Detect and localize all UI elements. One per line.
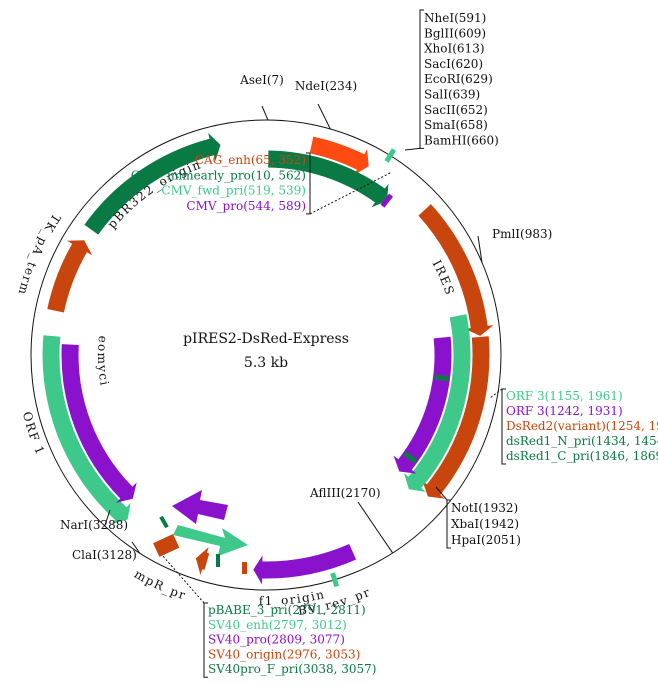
site-ndei-234: NdeI(234)	[295, 79, 357, 93]
group-leader	[404, 147, 421, 151]
site-nhei-591: NheI(591)	[424, 11, 486, 25]
site-sali-639: SalI(639)	[424, 88, 480, 102]
site-xhoi-613: XhoI(613)	[424, 42, 485, 56]
annotation-cmv-pro-544-589: CMV_pro(544, 589)	[186, 199, 306, 213]
annotation-bracket	[501, 388, 506, 465]
annotation-dsred2-variant-1254-1931: DsRed2(variant)(1254, 1931)	[506, 419, 658, 433]
annotation-bracket	[203, 602, 208, 678]
site-bamhi-660: BamHI(660)	[424, 133, 499, 147]
site-smai-658: SmaI(658)	[424, 118, 488, 132]
small-feature-marks	[153, 490, 248, 574]
site-nari-3288: NarI(3288)	[60, 518, 128, 532]
annotation-orf-3-1242-1931: ORF 3(1242, 1931)	[506, 404, 623, 418]
leader-lines	[104, 103, 503, 604]
site-leader	[261, 105, 269, 121]
annotation-sv40pro-f-pri-3038-3057: SV40pro_F_pri(3038, 3057)	[208, 662, 376, 676]
annotation-sv40-enh-2797-3012: SV40_enh(2797, 3012)	[208, 618, 347, 632]
map-size: 5.3 kb	[244, 355, 288, 371]
annotation-sv40-pro-2809-3077: SV40_pro(2809, 3077)	[208, 633, 345, 647]
tick-3	[403, 451, 418, 464]
plasmid-backbone	[30, 119, 502, 591]
site-leader	[357, 501, 394, 554]
sv40-orange-box	[153, 534, 180, 557]
feature-ires	[418, 204, 494, 336]
site-leader	[104, 509, 111, 527]
restriction-sites: AseI(7) NdeI(234) PmlI(983) AflIII(2170) Nar…	[60, 73, 552, 562]
annotation-dsred1-n-pri-1434-1454: dsRed1_N_pri(1434, 1454)	[506, 434, 658, 448]
group-bracket	[419, 9, 424, 149]
sv40-purple-arrow	[172, 490, 228, 524]
group-bracket	[446, 499, 451, 549]
site-leader	[131, 541, 141, 554]
site-clai-3128: ClaI(3128)	[72, 548, 137, 562]
site-asei-7: AseI(7)	[239, 73, 284, 87]
site-hpai-2051: HpaI(2051)	[451, 533, 521, 547]
annotation-dsred1-c-pri-1846-1869: dsRed1_C_pri(1846, 1869)	[506, 449, 658, 463]
site-sacii-652: SacII(652)	[424, 103, 488, 117]
ampr-orange-tick	[242, 562, 247, 574]
annotation-pbabe-3-pri-2791-2811: pBABE_3_pri(2791, 2811)	[208, 603, 366, 617]
sv40-light-green-arrow	[173, 525, 248, 556]
feature-orf3-purple	[393, 336, 452, 474]
tick-marks	[330, 148, 449, 588]
feature-cmv-immearly-pro	[268, 150, 389, 208]
feature-ampr-pro	[195, 547, 210, 575]
site-xbai-1942: XbaI(1942)	[451, 517, 519, 531]
annotation-bracket	[306, 152, 311, 215]
tick-2	[434, 374, 449, 382]
map-title: pIRES2-DsRed-Express	[183, 331, 349, 347]
site-pmli-983: PmlI(983)	[492, 227, 552, 241]
annotation-leader	[309, 171, 393, 215]
tick-4	[330, 572, 340, 588]
label-groups: NheI(591)BglII(609) XhoI(613)SacI(620)Eco…	[131, 9, 658, 678]
feature-label-orf-1: ORF 1	[20, 410, 48, 458]
feature-dsred2	[422, 336, 490, 499]
annotation-cag-enh-65-352: CAG_enh(65, 352)	[195, 153, 306, 167]
feature-tk-pa-term	[47, 240, 93, 313]
site-leader	[477, 235, 483, 263]
tick-1	[380, 193, 394, 208]
feature-pbr322-origin	[84, 132, 221, 235]
feature-arrows	[42, 132, 494, 585]
sv40-dark-green-tick-1	[159, 515, 169, 529]
site-saci-620: SacI(620)	[424, 57, 483, 71]
site-afliii-2170: AflIII(2170)	[309, 486, 381, 500]
annotation-sv40-origin-2976-3053: SV40_origin(2976, 3053)	[208, 647, 360, 661]
tick-0	[384, 148, 397, 163]
annotation-orf-3-1155-1961: ORF 3(1155, 1961)	[506, 389, 623, 403]
feature-f1-origin	[253, 544, 357, 585]
feature-label-ampr-pro: AmpR_pro	[0, 0, 188, 603]
feature-neomycin	[61, 344, 137, 503]
annotation-cmv-fwd-pri-519-539: CMV_fwd_pri(519, 539)	[161, 184, 306, 198]
annotation-leader	[489, 388, 503, 399]
annotation-cmv-immearly-pro-10-562: CMV_immearly_pro(10, 562)	[131, 168, 306, 182]
site-leader	[317, 103, 331, 130]
sv40-dark-green-tick-2	[216, 554, 220, 567]
group-leader	[435, 486, 448, 501]
annotation-leader	[161, 554, 205, 604]
feature-orf1	[42, 335, 131, 525]
site-ecori-629: EcoRI(629)	[424, 72, 493, 86]
feature-ndei-bar	[309, 136, 369, 175]
site-bglii-609: BglII(609)	[424, 26, 486, 40]
site-noti-1932: NotI(1932)	[451, 501, 518, 515]
feature-orf3-green	[403, 314, 471, 492]
